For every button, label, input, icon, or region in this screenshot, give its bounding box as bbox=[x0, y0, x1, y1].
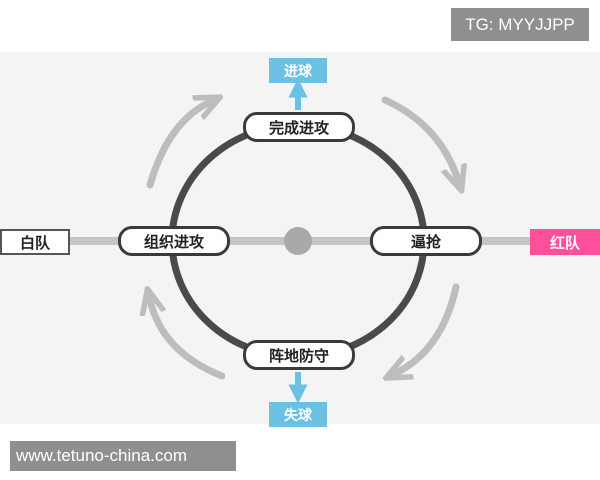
organize-attack-node: 组织进攻 bbox=[118, 226, 230, 256]
positional-defense-node: 阵地防守 bbox=[243, 340, 355, 370]
telegram-watermark: TG: MYYJJPP bbox=[451, 8, 589, 41]
press-node: 逼抢 bbox=[370, 226, 482, 256]
flow-arrow-bottom-left bbox=[150, 300, 226, 380]
flow-arrow-top-right bbox=[381, 96, 458, 180]
goal-box: 进球 bbox=[269, 58, 327, 83]
flow-arrow-bottom-right bbox=[396, 283, 460, 373]
white-team-box: 白队 bbox=[0, 229, 70, 255]
website-watermark: www.tetuno-china.com bbox=[10, 441, 236, 471]
center-dot bbox=[284, 227, 312, 255]
concede-box: 失球 bbox=[269, 402, 327, 427]
flow-arrow-top-left bbox=[146, 102, 210, 189]
red-team-box: 红队 bbox=[530, 229, 600, 255]
complete-attack-node: 完成进攻 bbox=[243, 112, 355, 142]
